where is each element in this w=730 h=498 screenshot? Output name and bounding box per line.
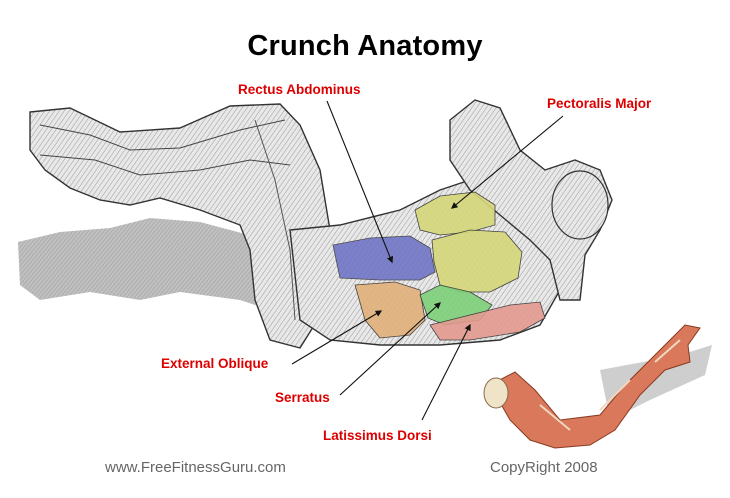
legs [29,103,331,349]
footer-website: www.FreeFitnessGuru.com [105,459,286,476]
label-latissimus-dorsi: Latissimus Dorsi [323,428,432,443]
leader-pectoralis [450,115,564,209]
leader-latissimus [421,323,471,421]
footer-copyright: CopyRight 2008 [490,459,598,476]
small-muscle-figure [483,324,712,449]
pectoralis-region-lower [431,229,523,293]
latissimus-region [429,301,546,341]
label-serratus: Serratus [275,390,330,405]
leader-external-oblique [291,310,383,365]
page-title: Crunch Anatomy [247,30,483,62]
leader-lines [291,100,564,421]
figure-shadow [18,218,320,320]
head [551,170,609,240]
leader-rectus [326,100,394,264]
leader-serratus [339,302,441,396]
label-pectoralis-major: Pectoralis Major [547,96,652,111]
external-oblique-region [354,281,426,339]
rectus-abdominus-region [332,235,436,281]
label-rectus-abdominus: Rectus Abdominus [238,82,361,97]
label-external-oblique: External Oblique [161,356,269,371]
pectoralis-region-upper [414,191,496,236]
